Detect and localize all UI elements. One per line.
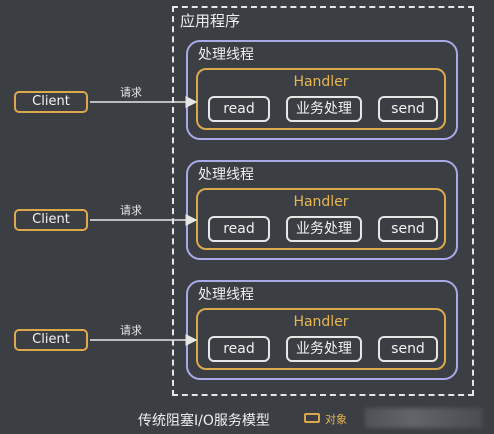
business-processing-step: 业务处理 [286,96,362,122]
client-1: Client [14,91,88,113]
handler-title: Handler [293,194,349,210]
business-processing-step: 业务处理 [286,336,362,362]
thread-title: 处理线程 [198,47,254,63]
handler-box: Handler read 业务处理 send [196,188,446,250]
client-3: Client [14,329,88,351]
business-processing-step: 业务处理 [286,216,362,242]
send-step: send [378,216,438,242]
send-step: send [378,96,438,122]
thread-title: 处理线程 [198,287,254,303]
handler-title: Handler [293,314,349,330]
legend-object-swatch [304,413,320,423]
read-step: read [208,216,270,242]
client-2: Client [14,209,88,231]
application-boundary [172,6,474,396]
processing-thread-2: 处理线程 Handler read 业务处理 send [186,160,458,260]
handler-box: Handler read 业务处理 send [196,68,446,130]
read-step: read [208,96,270,122]
handler-title: Handler [293,74,349,90]
application-title: 应用程序 [180,12,241,30]
request-label-3: 请求 [120,324,142,337]
processing-thread-1: 处理线程 Handler read 业务处理 send [186,40,458,140]
diagram-caption: 传统阻塞I/O服务模型 [138,413,270,429]
legend-object-label: 对象 [325,413,347,426]
read-step: read [208,336,270,362]
request-label-1: 请求 [120,86,142,99]
send-step: send [378,336,438,362]
request-label-2: 请求 [120,204,142,217]
thread-title: 处理线程 [198,167,254,183]
processing-thread-3: 处理线程 Handler read 业务处理 send [186,280,458,380]
blurred-watermark [365,408,483,428]
handler-box: Handler read 业务处理 send [196,308,446,370]
